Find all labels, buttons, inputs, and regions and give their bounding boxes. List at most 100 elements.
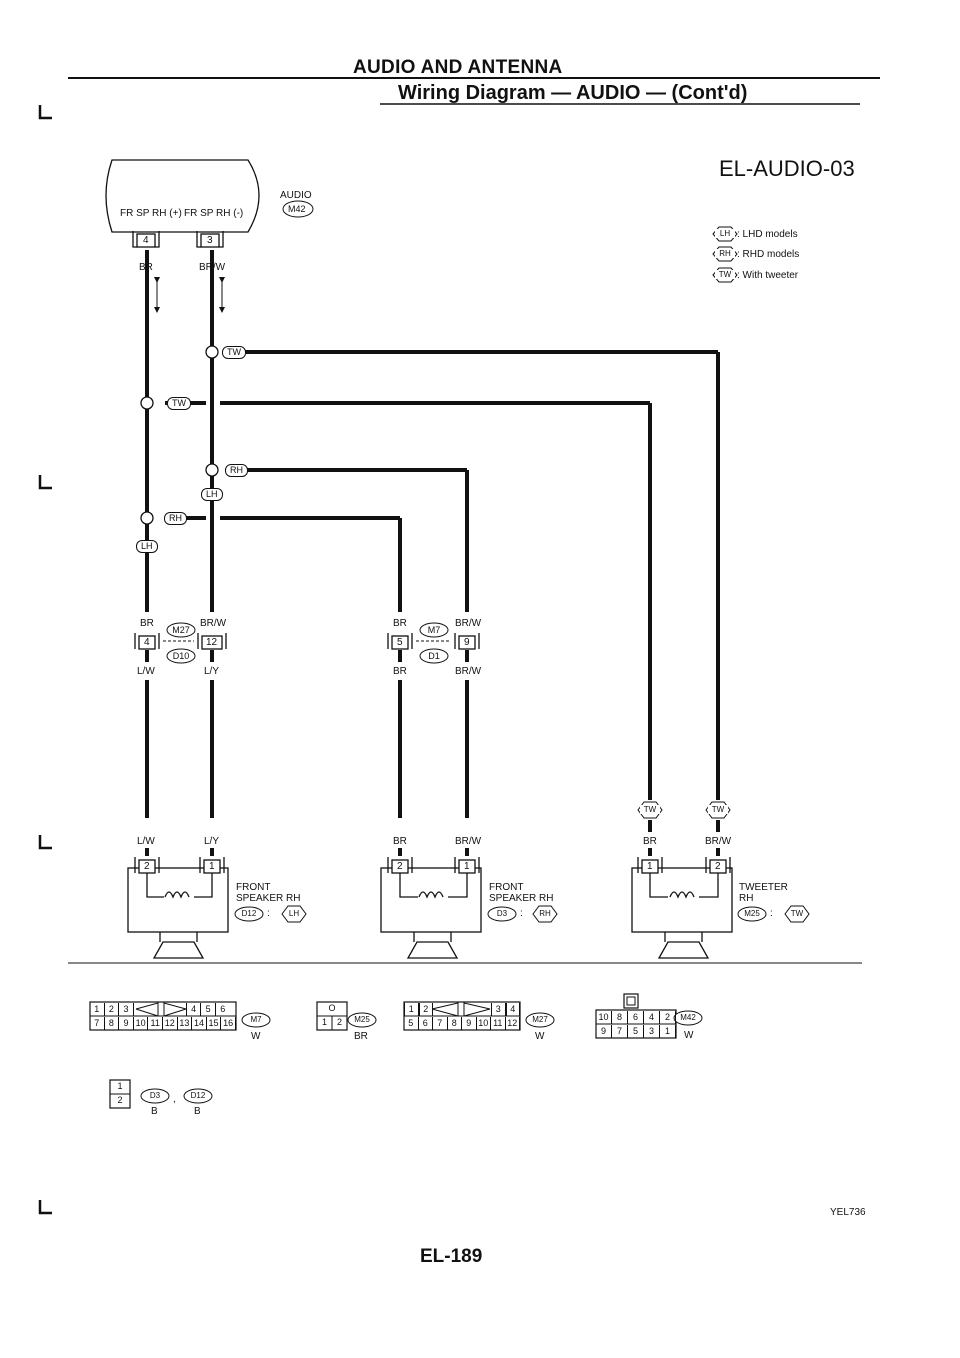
front-speaker-d12	[127, 857, 307, 959]
corner-mark	[38, 835, 52, 850]
connector-pin-cell: 16	[221, 1017, 236, 1030]
speaker1-name-line2: SPEAKER RH	[236, 893, 301, 904]
legend-lhd-text: : LHD models	[737, 229, 798, 240]
audio-unit-box	[105, 159, 260, 233]
audio-pin-4-box	[136, 233, 156, 248]
speaker3-pin-left: 1	[647, 861, 653, 872]
connector-pin-cell: 11	[148, 1017, 163, 1030]
legend-rh-tag-text: RH	[715, 249, 735, 258]
rh-tag-upper: RH	[225, 464, 248, 477]
corner-mark	[38, 105, 52, 120]
connector-m42-name: M42	[680, 1013, 696, 1022]
speaker3-pin-right: 2	[715, 861, 721, 872]
connector-m42-color: W	[684, 1030, 694, 1041]
joint-mid-bottom-right-wire: BR/W	[455, 666, 482, 677]
tw-branch-node-right	[205, 345, 219, 359]
joint-mid-top-right-wire: BR/W	[455, 618, 482, 629]
connector-m7-name: M7	[250, 1015, 262, 1024]
joint-mid-top-left-wire: BR	[393, 618, 407, 629]
connector-pin-cell: 5	[628, 1025, 644, 1038]
connector-pin-cell: 9	[462, 1017, 477, 1030]
diagram-code: EL-AUDIO-03	[719, 156, 855, 181]
joint-mid-pin-5	[391, 635, 409, 650]
connector-pin-cell: 1	[404, 1003, 419, 1016]
speaker3-name-line2: RH	[739, 893, 754, 904]
joint-left-pin-left: 4	[144, 637, 150, 648]
connector-pin-cell: 13	[178, 1017, 193, 1030]
speaker3-name-line1: TWEETER	[739, 882, 788, 893]
speaker1-name-line1: FRONT	[236, 882, 271, 893]
connector-view-m25	[316, 1001, 377, 1031]
connector-pin-cell: 2	[660, 1011, 676, 1024]
joint-left-pin-4	[138, 635, 156, 650]
connector-pin-cell: 8	[105, 1017, 120, 1030]
connector-view-m42	[595, 993, 703, 1039]
audio-connector-badge	[282, 200, 314, 218]
connector-pin-cell: 6	[419, 1017, 433, 1030]
connector-pin-cell: 7	[612, 1025, 628, 1038]
connector-pin-cell: 4	[644, 1011, 660, 1024]
speaker2-connector: D3	[496, 909, 508, 918]
connector-pin-cell: 3	[644, 1025, 660, 1038]
connector-view-m7	[89, 1001, 271, 1031]
speaker2-sep: :	[520, 908, 523, 919]
connector-m25-pin1: 1	[321, 1017, 327, 1027]
connector-pin-cell: 4	[185, 1003, 201, 1016]
connector-m25-name: M25	[354, 1015, 370, 1024]
connector-pin-cell: 6	[214, 1003, 230, 1016]
lh-tag-left: LH	[136, 540, 158, 553]
legend-tweeter-text: : With tweeter	[737, 270, 799, 281]
audio-pin-3: 3	[207, 235, 213, 246]
connector-pin-cell: 9	[119, 1017, 134, 1030]
joint-mid-connector-bottom: D1	[428, 651, 440, 661]
connector-m7-color: W	[251, 1031, 261, 1042]
speaker1-model-tag: LH	[288, 909, 300, 918]
connector-m25-pin2: 2	[336, 1017, 342, 1027]
joint-mid-bottom-left-wire: BR	[393, 666, 407, 677]
legend-tw-tag-text: TW	[715, 270, 735, 279]
connector-pin-cell: 2	[105, 1003, 120, 1016]
corner-mark	[38, 1200, 52, 1215]
connector-pin-cell: 7	[433, 1017, 448, 1030]
audio-pin-3-box	[200, 233, 220, 248]
speaker1-left-wire: L/W	[137, 836, 155, 847]
connector-pin-cell: 5	[404, 1017, 419, 1030]
joint-mid-pin-left: 5	[397, 637, 403, 648]
page-number: EL-189	[420, 1246, 483, 1267]
connector-d3-name: D3	[149, 1091, 161, 1100]
connector-d3-pin1: 1	[117, 1081, 123, 1091]
speaker3-connector: M25	[744, 909, 760, 918]
connector-pin-cell: 9	[596, 1025, 612, 1038]
connector-view-d3-d12	[109, 1079, 213, 1109]
speaker1-pin-left: 2	[144, 861, 150, 872]
joint-left-bottom-right-wire: L/Y	[204, 666, 220, 677]
connector-pin-cell: 2	[418, 1003, 433, 1016]
speaker3-right-wire: BR/W	[705, 836, 732, 847]
page-subtitle: Wiring Diagram — AUDIO — (Cont'd)	[398, 82, 748, 104]
joint-mid-pin-right: 9	[464, 637, 470, 648]
joint-mid-connector-top: M7	[427, 625, 441, 635]
lh-tag-right: LH	[201, 488, 223, 501]
connector-pin-cell: 11	[491, 1017, 506, 1030]
joint-left-pin-right: 12	[206, 637, 218, 648]
audio-pin-plus-label: FR SP RH (+)	[120, 208, 182, 219]
connector-pin-cell: 1	[90, 1003, 105, 1016]
speaker3-sep: :	[770, 908, 773, 919]
joint-left-pin-12	[201, 635, 223, 650]
rh-branch-node-left	[140, 511, 154, 525]
connector-pin-cell: 14	[192, 1017, 207, 1030]
connector-pin-cell: 5	[200, 1003, 215, 1016]
audio-wire-plus: BR	[139, 262, 153, 273]
connector-pin-cell: 8	[448, 1017, 462, 1030]
connector-pin-cell: 3	[119, 1003, 134, 1016]
connector-pin-cell: 4	[505, 1003, 520, 1016]
connector-pin-cell: 3	[491, 1003, 506, 1016]
connector-m25-color: BR	[354, 1031, 368, 1042]
speaker2-left-wire: BR	[393, 836, 407, 847]
connector-pin-cell: 12	[506, 1017, 520, 1030]
legend-lh-tag-text: LH	[715, 229, 735, 238]
